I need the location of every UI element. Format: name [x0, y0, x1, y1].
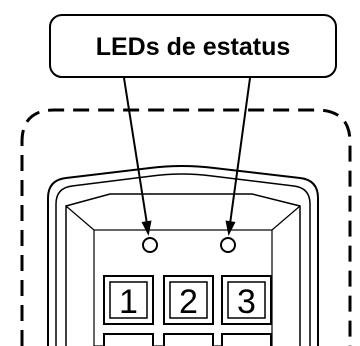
key-row2-left — [103, 333, 154, 346]
leader-line-left — [123, 77, 148, 225]
key-row2-middle — [163, 333, 214, 346]
key-row2-right — [221, 333, 272, 346]
status-led-left — [142, 237, 158, 253]
leader-arrow-left — [141, 220, 152, 236]
callout-label: LEDs de estatus — [96, 33, 291, 61]
key-2-label: 2 — [179, 283, 198, 321]
callout-box — [49, 14, 337, 78]
status-led-right — [220, 237, 236, 253]
key-3-label: 3 — [237, 283, 256, 321]
key-2[interactable]: 2 — [163, 275, 214, 325]
key-3[interactable]: 3 — [221, 275, 272, 325]
status-led-callout: LEDs de estatus — [49, 14, 337, 78]
leader-arrow-right — [225, 220, 236, 236]
key-1-label: 1 — [119, 283, 138, 321]
key-1[interactable]: 1 — [103, 275, 154, 325]
dashed-region-border — [20, 108, 352, 346]
leader-line-right — [229, 77, 251, 225]
keypad-device: 1 2 3 — [47, 165, 319, 346]
